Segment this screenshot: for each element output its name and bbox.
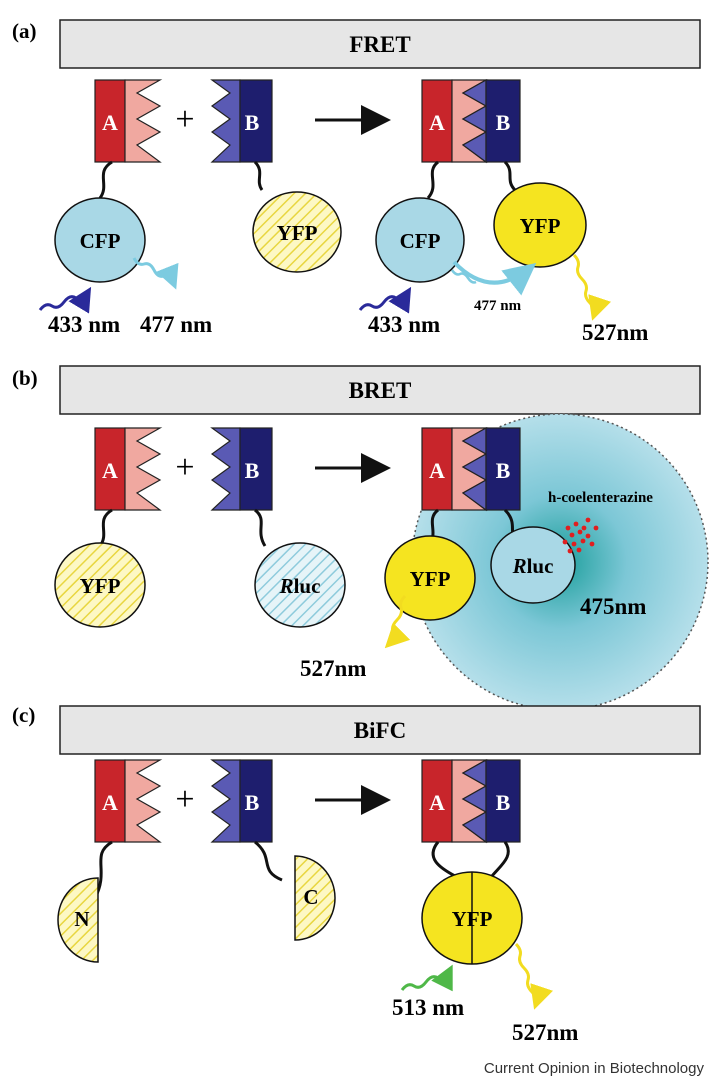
acceptor-emission-label: 527nm [582,320,648,345]
excitation-label: 513 nm [392,995,464,1020]
panel-bifc: (c) BiFC A + B N C A B YFP 513 nm 527nm [12,703,701,1045]
title-bar [59,705,701,755]
excitation-wave [38,286,92,314]
donor-emission-label: 477 nm [140,312,212,337]
svg-text:B: B [496,110,511,135]
transfer-label: 477 nm [474,298,522,314]
journal-credit: Current Opinion in Biotechnology [483,1060,704,1077]
rluc-label: Rluc [279,574,321,598]
rluc-emission-label: 475nm [580,594,646,619]
acceptor-emission-wave [572,253,612,321]
svg-text:A: A [429,790,445,815]
svg-text:+: + [175,781,194,818]
svg-text:YFP: YFP [80,574,121,598]
svg-text:A: A [429,458,445,483]
svg-text:Rluc: Rluc [512,554,554,578]
emission-label: 527nm [512,1020,578,1045]
svg-text:(b): (b) [12,366,38,390]
rluc-donor-free [254,542,346,628]
yfp-n-fragment [57,877,99,963]
protein-a: A [94,79,163,163]
yfp-acceptor-free [252,191,342,273]
c-fragment-label: C [303,885,318,909]
svg-text:(c): (c) [12,703,35,727]
emission-wave [514,942,554,1010]
svg-text:CFP: CFP [400,229,441,253]
plus-sign: + [175,101,194,138]
panel-fret: (a) FRET A + B CFP YFP 433 nm 477 nm [12,19,701,345]
n-fragment-label: N [74,907,89,931]
yfp-acceptor-free [54,542,146,628]
protein-b-label: B [245,110,260,135]
svg-text:A: A [102,790,118,815]
title-bifc: BiFC [354,718,406,743]
cfp-label: CFP [80,229,121,253]
protein-b: B [210,79,273,163]
acceptor-emission-wave [384,594,411,649]
substrate-dots [562,517,599,554]
energy-transfer-arrow [452,260,537,296]
substrate-label: h-coelenterazine [548,490,653,506]
reconstituted-label: YFP [452,907,493,931]
cfp-donor [54,197,146,283]
svg-text:+: + [175,449,194,486]
yfp-acceptor-bound [384,535,476,621]
yfp-c-fragment [294,855,336,941]
protein-a-label: A [102,110,118,135]
yfp-acceptor-bound [493,182,587,268]
cfp-donor-bound [375,197,465,283]
emission-wave [132,257,179,290]
svg-text:B: B [245,790,260,815]
excitation-label: 433 nm [48,312,120,337]
panel-letter: (a) [12,19,37,43]
panel-bret: (b) BRET A + B YFP Rluc A B YFP Rluc [12,365,709,711]
yfp-label: YFP [277,221,318,245]
complex-ab: A B [421,78,521,164]
title-bret: BRET [349,378,412,403]
svg-text:YFP: YFP [410,567,451,591]
title-fret: FRET [349,32,410,57]
svg-text:B: B [496,790,511,815]
excitation-wave [400,964,453,992]
rluc-donor-bound [490,526,576,604]
svg-text:B: B [245,458,260,483]
svg-text:YFP: YFP [520,214,561,238]
title-bar [59,365,701,415]
svg-text:A: A [429,110,445,135]
svg-text:433 nm: 433 nm [368,312,440,337]
title-bar [59,19,701,69]
svg-text:A: A [102,458,118,483]
acceptor-emission-label: 527nm [300,656,366,681]
svg-text:B: B [496,458,511,483]
